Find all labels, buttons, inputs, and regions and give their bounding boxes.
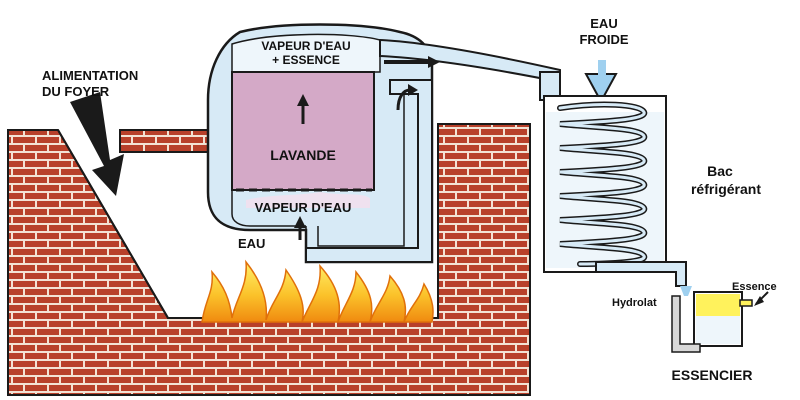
cooling-tank: [543, 60, 692, 296]
separator: [671, 291, 753, 353]
feed-label: ALIMENTATION: [42, 68, 138, 83]
vapor-pipe: [379, 38, 561, 101]
lavender-label: LAVANDE: [270, 147, 336, 163]
vapor-essence-label-line2: + ESSENCE: [272, 53, 340, 67]
cooling-tank-label: Bac: [707, 163, 733, 179]
cooling-tank-label-line2: réfrigérant: [691, 181, 761, 197]
arrow-icon: [294, 56, 769, 306]
vapor-essence-label: VAPEUR D'EAU: [261, 39, 350, 53]
still-vessel: [206, 23, 434, 264]
flame-icon: [201, 259, 434, 323]
separator-label: ESSENCIER: [672, 367, 753, 383]
steam-label: VAPEUR D'EAU: [255, 200, 352, 215]
feed-label-line2: DU FOYER: [42, 84, 110, 99]
feed-arrow-icon: [70, 92, 124, 196]
cold-water-label-line2: FROIDE: [579, 32, 628, 47]
cold-water-label: EAU: [590, 16, 617, 31]
water-label: EAU: [238, 236, 265, 251]
essence-label: Essence: [732, 281, 777, 293]
hydrolat-label: Hydrolat: [612, 297, 657, 309]
